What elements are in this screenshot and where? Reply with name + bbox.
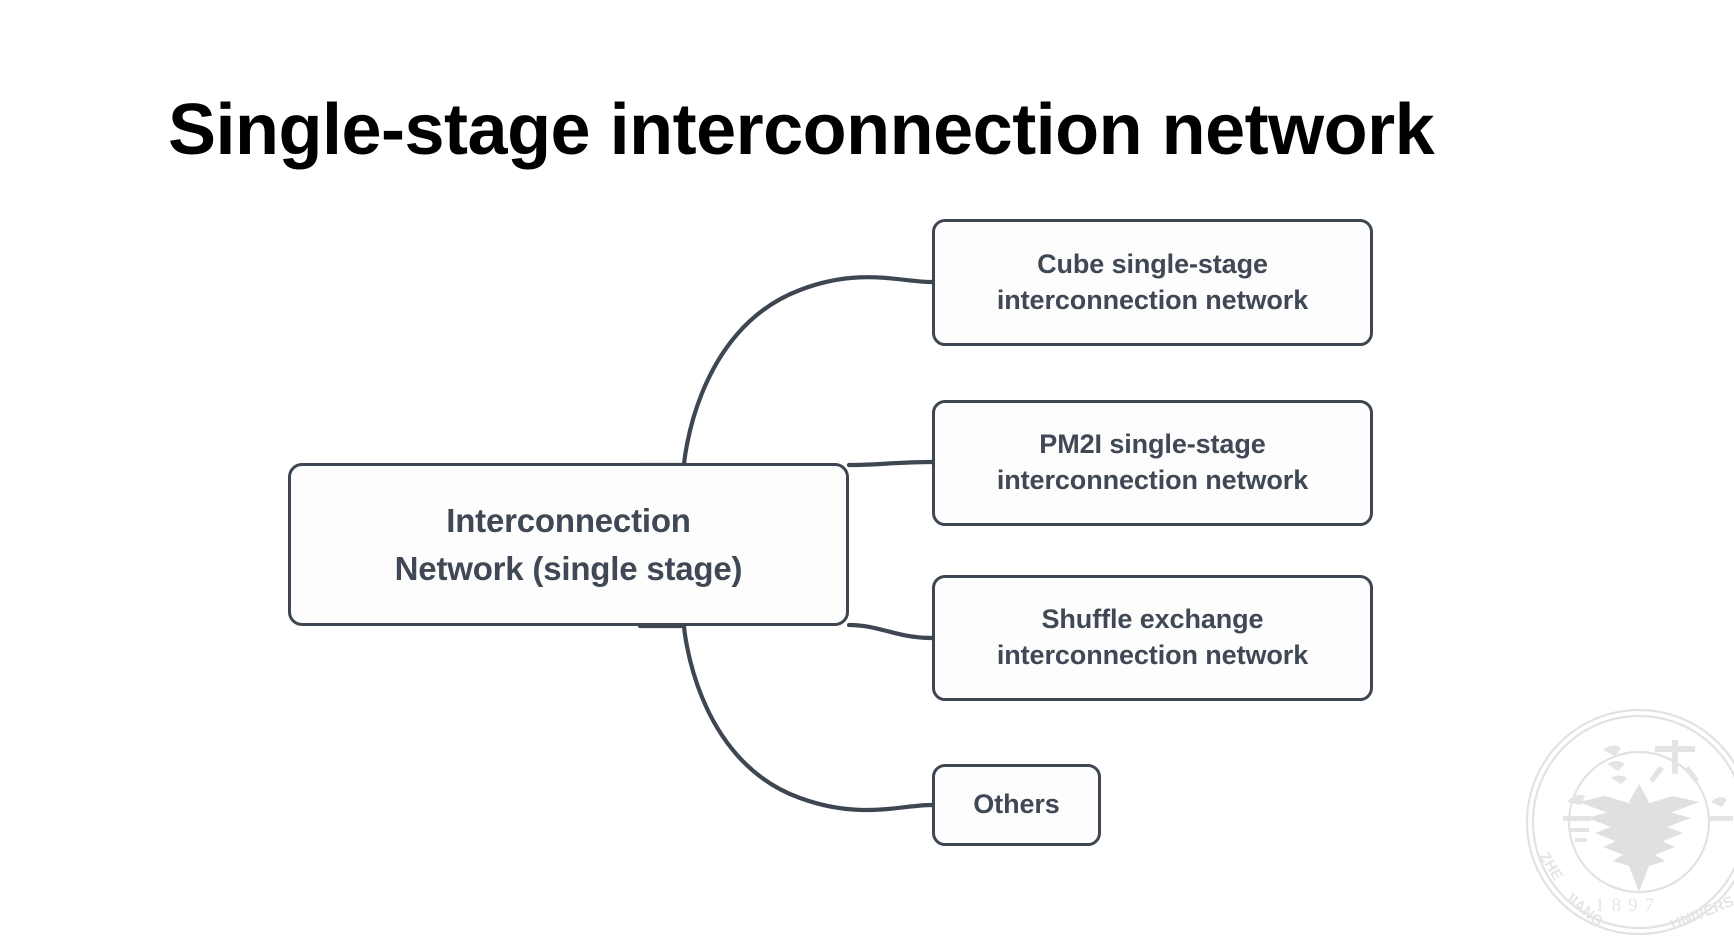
connector-to-others — [681, 623, 935, 813]
shuffle-label-line-1: Shuffle exchange — [1041, 604, 1264, 635]
connector-to-shuffle — [846, 622, 935, 641]
shuffle-label-line-2: interconnection network — [996, 640, 1309, 670]
mindmap-node-cube-label: Cube single-stage interconnection networ… — [983, 247, 1322, 318]
mindmap-node-shuffle-label: Shuffle exchange interconnection network — [983, 602, 1322, 673]
root-label-line-2: Network (single stage) — [394, 549, 743, 587]
mindmap-node-pm2i-label: PM2I single-stage interconnection networ… — [983, 427, 1322, 498]
mindmap-node-pm2i[interactable]: PM2I single-stage interconnection networ… — [932, 400, 1373, 526]
cube-label-line-2: interconnection network — [996, 284, 1309, 315]
mindmap-node-cube[interactable]: Cube single-stage interconnection networ… — [932, 219, 1373, 346]
page-title: Single-stage interconnection network — [168, 90, 1435, 171]
cube-label-line-1: Cube single-stage — [1037, 248, 1268, 279]
mindmap-node-others-label: Others — [973, 789, 1060, 820]
connector-to-pm2i — [846, 459, 935, 468]
connector-to-cube — [681, 275, 935, 468]
mindmap-node-shuffle[interactable]: Shuffle exchange interconnection network — [932, 575, 1373, 701]
mindmap-root-node[interactable]: Interconnection Network (single stage) — [288, 463, 849, 626]
mindmap-root-node-label: Interconnection Network (single stage) — [381, 497, 757, 593]
mindmap-node-others[interactable]: Others — [932, 764, 1101, 846]
pm2i-label-line-1: PM2I single-stage — [1039, 429, 1266, 460]
root-label-line-1: Interconnection — [446, 501, 691, 539]
pm2i-label-line-2: interconnection network — [996, 465, 1309, 495]
